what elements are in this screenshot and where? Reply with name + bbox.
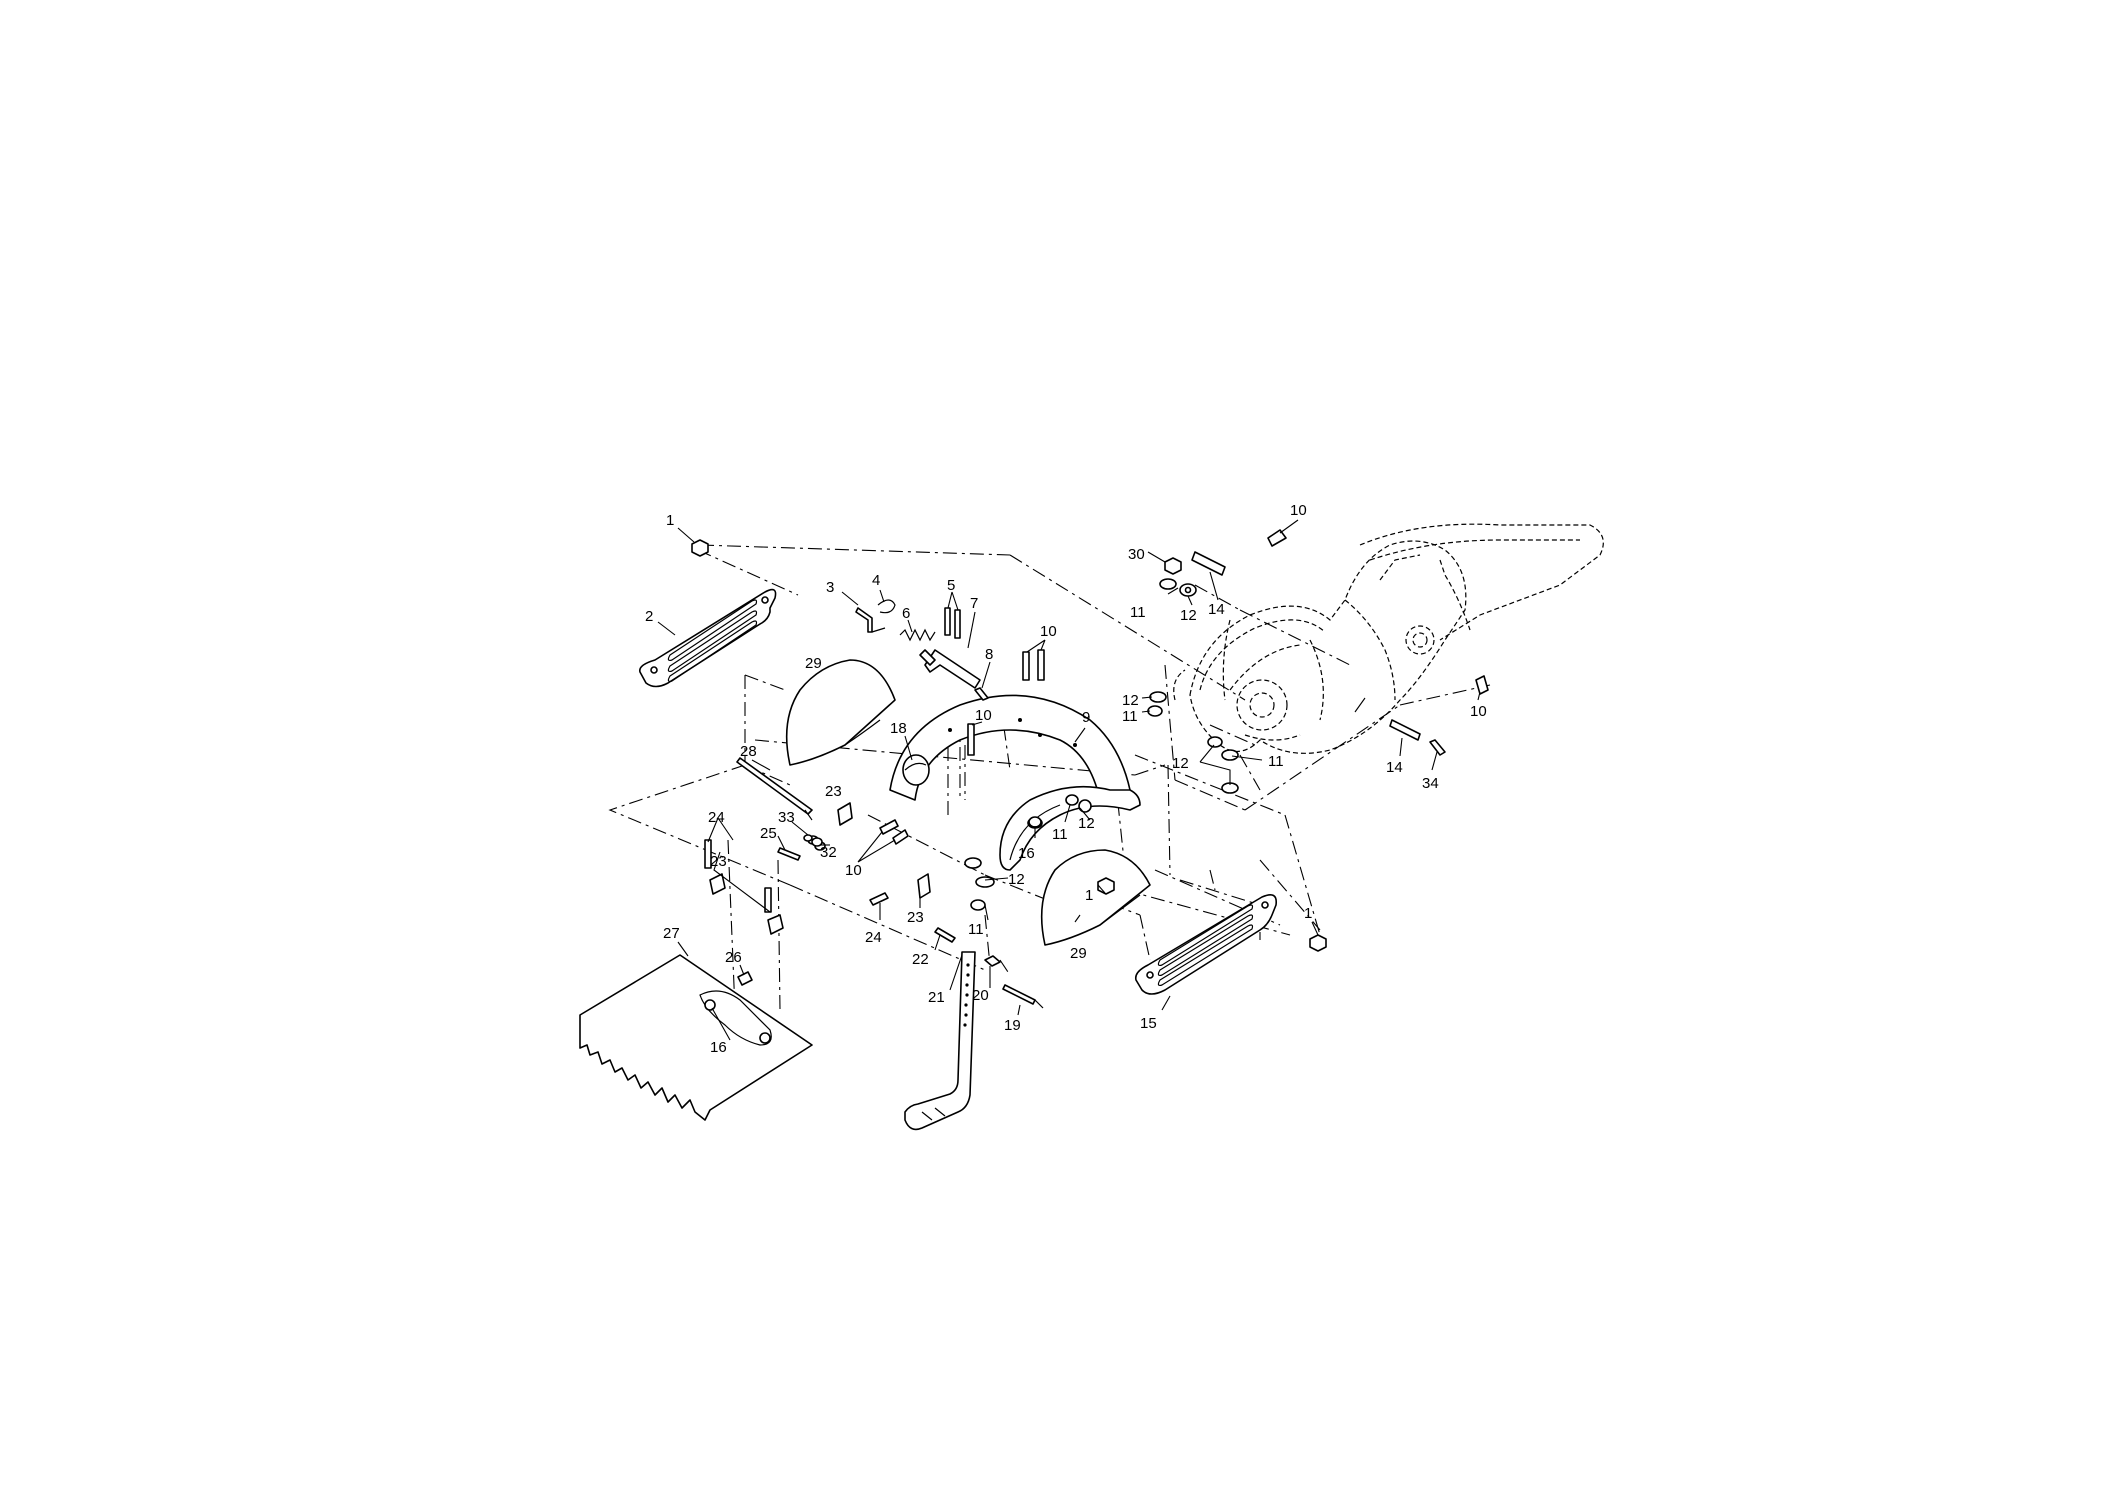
callout-32: 32: [820, 844, 837, 861]
callout-15: 15: [1140, 1015, 1157, 1032]
gearbox-housing-ghost: [1173, 523, 1604, 754]
rod: [736, 757, 813, 815]
leader-lines: [657, 519, 1481, 1041]
callout-numbers: 1 1 1 2 3 4 5 6 7 8 9 10 10 10 10 10 11 …: [645, 502, 1487, 1056]
callout-28: 28: [740, 743, 757, 760]
callout-26: 26: [725, 949, 742, 966]
callout-12: 12: [1172, 755, 1189, 772]
callout-11: 11: [1122, 708, 1138, 725]
hardware: [691, 529, 1489, 986]
callout-9: 9: [1082, 709, 1090, 726]
callout-12: 12: [1008, 871, 1025, 888]
callout-29: 29: [805, 655, 822, 672]
callout-11: 11: [1268, 753, 1284, 770]
callout-34: 34: [1422, 775, 1439, 792]
callout-21: 21: [928, 989, 945, 1006]
callout-23: 23: [825, 783, 842, 800]
callout-14: 14: [1208, 601, 1225, 618]
right-disc-shield: [1040, 849, 1151, 946]
callout-11: 11: [1130, 604, 1146, 621]
callout-10: 10: [1290, 502, 1307, 519]
callout-23: 23: [710, 853, 727, 870]
pin: [1002, 984, 1044, 1009]
callout-18: 18: [890, 720, 907, 737]
callout-24: 24: [708, 809, 725, 826]
callout-12: 12: [1180, 607, 1197, 624]
callout-10: 10: [975, 707, 992, 724]
left-disc-shield: [785, 659, 896, 766]
right-side-shield: [1134, 894, 1278, 995]
depth-bar: [904, 951, 976, 1131]
callout-16: 16: [1018, 845, 1035, 862]
callout-16: 16: [710, 1039, 727, 1056]
callout-27: 27: [663, 925, 680, 942]
callout-6: 6: [902, 605, 910, 622]
callout-22: 22: [912, 951, 929, 968]
callout-24: 24: [865, 929, 882, 946]
callout-8: 8: [985, 646, 993, 663]
callout-4: 4: [872, 572, 880, 589]
flap: [579, 954, 813, 1121]
callout-1: 1: [1085, 887, 1093, 904]
callout-19: 19: [1004, 1017, 1021, 1034]
callout-1: 1: [666, 512, 674, 529]
callout-3: 3: [826, 579, 834, 596]
callout-10: 10: [1040, 623, 1057, 640]
left-side-shield: [639, 588, 777, 688]
callout-12: 12: [1078, 815, 1095, 832]
callout-11: 11: [1052, 826, 1068, 843]
callout-33: 33: [778, 809, 795, 826]
tine-hood: [889, 694, 1141, 871]
round-plate: [902, 754, 930, 786]
callout-20: 20: [972, 987, 989, 1004]
callout-11: 11: [968, 921, 984, 938]
callout-25: 25: [760, 825, 777, 842]
callout-12: 12: [1122, 692, 1139, 709]
callout-7: 7: [970, 595, 978, 612]
callout-30: 30: [1128, 546, 1145, 563]
callout-5: 5: [947, 577, 955, 594]
callout-2: 2: [645, 608, 653, 625]
callout-14: 14: [1386, 759, 1403, 776]
callout-10: 10: [1470, 703, 1487, 720]
callout-23: 23: [907, 909, 924, 926]
callout-10: 10: [845, 862, 862, 879]
callout-29: 29: [1070, 945, 1087, 962]
callout-1: 1: [1304, 905, 1312, 922]
